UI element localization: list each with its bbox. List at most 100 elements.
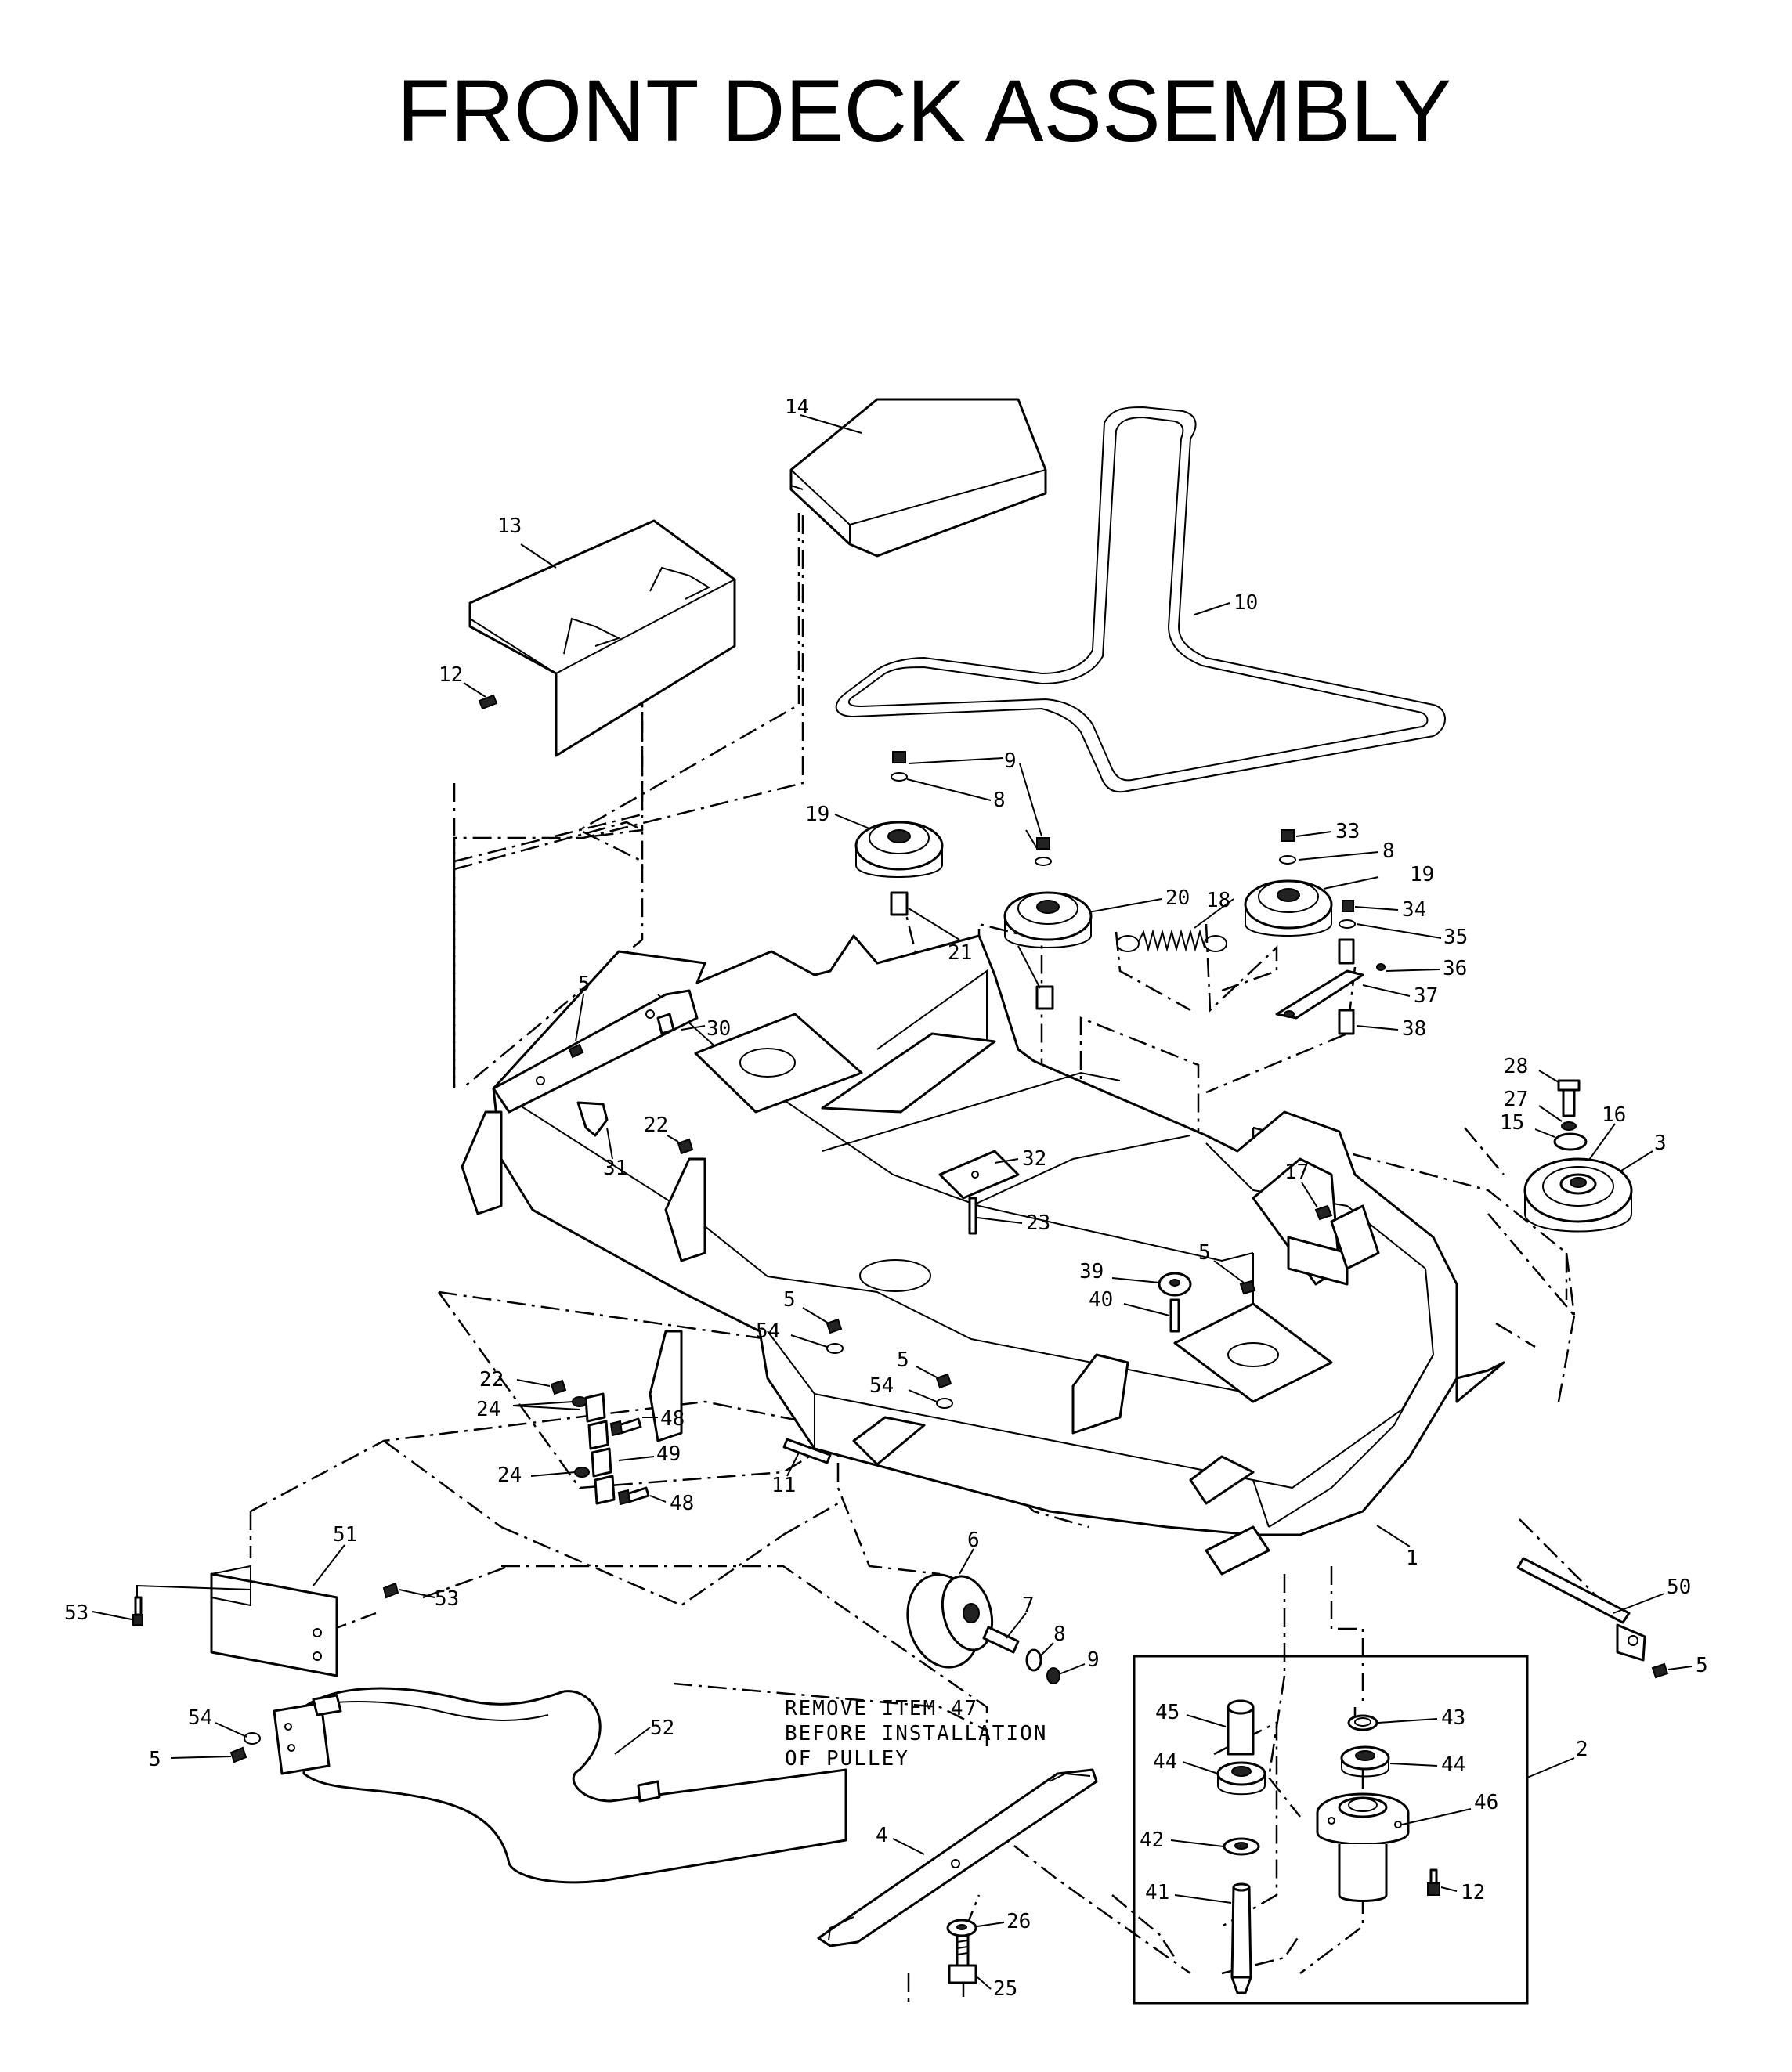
callout-37: 37 — [1414, 984, 1438, 1008]
part-5-nut-shaft — [1651, 1662, 1693, 1679]
part-44-bearing-left — [1182, 1761, 1266, 1796]
callout-9: 9 — [1004, 749, 1017, 773]
callout-5: 5 — [1198, 1241, 1211, 1265]
callout-19: 19 — [1410, 863, 1434, 886]
callout-5: 5 — [149, 1748, 161, 1771]
callout-8: 8 — [993, 789, 1006, 812]
callout-1: 1 — [1406, 1547, 1418, 1570]
callout-36: 36 — [1443, 957, 1467, 980]
callout-24: 24 — [497, 1464, 522, 1487]
part-19-idler-pulley-left — [834, 814, 944, 878]
callout-26: 26 — [1006, 1910, 1031, 1933]
pulley-hardware — [890, 751, 1442, 1035]
note-line-1: REMOVE ITEM 47 — [785, 1697, 978, 1720]
callout-52: 52 — [650, 1716, 674, 1740]
callout-9: 9 — [1087, 1648, 1100, 1672]
callout-53: 53 — [64, 1601, 89, 1625]
callout-48: 48 — [670, 1492, 694, 1515]
part-39-40-spring-anchor — [1111, 1272, 1192, 1333]
callout-12: 12 — [439, 663, 463, 687]
diagram-title: FRONT DECK ASSEMBLY — [397, 62, 1451, 160]
callout-33: 33 — [1335, 820, 1360, 843]
callout-5: 5 — [1696, 1654, 1708, 1677]
part-27-lock-washer — [1538, 1105, 1577, 1131]
callout-54: 54 — [869, 1374, 894, 1398]
callout-20: 20 — [1165, 886, 1190, 910]
callout-5: 5 — [578, 973, 591, 996]
part-26-blade-washer — [946, 1919, 1005, 1937]
part-8-washer-wheel — [1025, 1642, 1054, 1672]
part-22-nut-upper — [667, 1135, 694, 1155]
note-line-3: OF PULLEY — [785, 1747, 909, 1771]
part-19-idler-pulley-right — [1244, 876, 1379, 937]
callout-46: 46 — [1474, 1791, 1498, 1814]
callout-14: 14 — [785, 395, 809, 419]
callout-5: 5 — [783, 1288, 796, 1312]
part-32-mount-plate — [938, 1150, 1020, 1200]
callout-3: 3 — [1654, 1132, 1667, 1155]
callout-21: 21 — [948, 941, 972, 965]
part-12-spindle-screw — [1427, 1868, 1458, 1896]
callout-labels: 14 13 12 10 9 8 19 20 18 33 8 19 34 35 3… — [64, 395, 1708, 2001]
callout-5: 5 — [897, 1348, 909, 1372]
part-13-belt-shield — [463, 519, 736, 757]
callout-2: 2 — [1576, 1738, 1588, 1761]
callout-27: 27 — [1504, 1088, 1528, 1111]
part-49-chain — [584, 1392, 655, 1505]
callout-4: 4 — [876, 1824, 888, 1847]
note-line-2: BEFORE INSTALLATION — [785, 1722, 1047, 1745]
callout-11: 11 — [771, 1474, 796, 1497]
callout-31: 31 — [603, 1157, 627, 1180]
part-4-mower-blade — [817, 1768, 1098, 1947]
part-1-mower-deck — [461, 934, 1505, 1576]
callout-39: 39 — [1079, 1260, 1104, 1283]
callout-49: 49 — [656, 1442, 681, 1466]
baffle-hardware — [170, 1722, 261, 1763]
part-20-idler-pulley-center — [1003, 891, 1162, 948]
part-7-wheel-spacer — [982, 1612, 1027, 1654]
part-43-seal — [1347, 1714, 1438, 1731]
deck-hardware-middle — [790, 1307, 953, 1409]
part-51-baffle-plate — [210, 1544, 345, 1677]
callout-8: 8 — [1053, 1623, 1066, 1646]
part-44-bearing-right — [1340, 1745, 1438, 1778]
part-52-baffle — [273, 1687, 847, 1884]
callout-25: 25 — [993, 1977, 1017, 2001]
callout-45: 45 — [1155, 1701, 1180, 1724]
part-10-belt — [835, 406, 1446, 793]
part-2-spindle-assembly-box — [1133, 1655, 1575, 2005]
callout-8: 8 — [1382, 839, 1395, 863]
callout-12: 12 — [1461, 1881, 1485, 1904]
part-5-nut-deck-right — [1213, 1260, 1256, 1295]
installation-note: REMOVE ITEM 47 BEFORE INSTALLATION OF PU… — [785, 1697, 1047, 1771]
callout-30: 30 — [706, 1017, 731, 1041]
part-41-spindle-shaft — [1174, 1882, 1252, 1994]
callout-7: 7 — [1022, 1594, 1035, 1617]
part-28-bolt — [1538, 1070, 1581, 1117]
part-25-blade-bolt — [948, 1934, 992, 1990]
part-45-spacer — [1186, 1699, 1255, 1756]
callout-16: 16 — [1602, 1103, 1626, 1127]
callout-43: 43 — [1441, 1706, 1465, 1730]
callout-13: 13 — [497, 514, 522, 538]
callout-48: 48 — [660, 1407, 685, 1431]
callout-17: 17 — [1284, 1161, 1309, 1184]
callout-28: 28 — [1504, 1055, 1528, 1078]
part-6-caster-wheel — [906, 1548, 994, 1669]
callout-53: 53 — [435, 1587, 459, 1611]
callout-51: 51 — [333, 1523, 357, 1547]
callout-54: 54 — [188, 1706, 212, 1730]
part-50-pivot-shaft — [1516, 1557, 1665, 1662]
chain-hardware — [512, 1379, 667, 1506]
part-42-bearing-spacer — [1170, 1837, 1260, 1856]
callout-38: 38 — [1402, 1017, 1426, 1041]
part-31-knob — [576, 1101, 613, 1160]
part-23-bolt — [968, 1197, 1023, 1235]
callout-10: 10 — [1234, 591, 1258, 615]
part-37-idler-arm — [1275, 963, 1386, 1020]
part-3-drive-pulley — [1523, 1150, 1653, 1233]
part-11-bolt — [782, 1438, 832, 1477]
part-17-bolt — [1301, 1182, 1333, 1221]
callout-41: 41 — [1145, 1881, 1169, 1904]
